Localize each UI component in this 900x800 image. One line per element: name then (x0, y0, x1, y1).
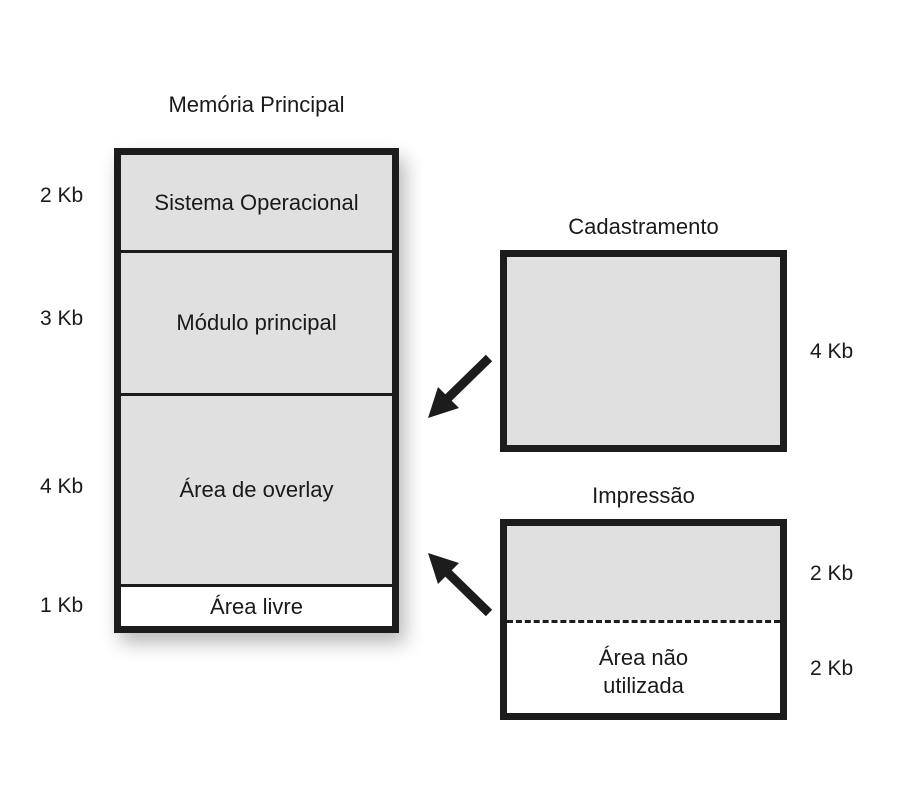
segment-divider (121, 250, 392, 253)
impressao-used-area (507, 526, 780, 620)
segment-divider (121, 393, 392, 396)
main-memory-block: Sistema Operacional Módulo principal Áre… (114, 148, 399, 633)
size-label-area-overlay: 4 Kb (40, 475, 84, 498)
size-label-cadastramento: 4 Kb (810, 340, 854, 363)
segment-modulo-principal: Módulo principal (121, 253, 392, 393)
cadastramento-title: Cadastramento (568, 214, 719, 239)
impressao-unused-area-label: Área não utilizada (507, 644, 780, 700)
size-label-impressao-unused: 2 Kb (810, 657, 854, 680)
size-label-area-livre: 1 Kb (40, 594, 84, 617)
segment-area-overlay: Área de overlay (121, 396, 392, 584)
size-label-modulo-principal: 3 Kb (40, 307, 84, 330)
segment-label: Área livre (210, 593, 303, 619)
impressao-dashed-divider (507, 620, 780, 623)
arrow-impressao-to-overlay (428, 553, 493, 617)
segment-sistema-operacional: Sistema Operacional (121, 155, 392, 250)
segment-label: Módulo principal (176, 310, 337, 335)
impressao-title: Impressão (592, 483, 695, 508)
cadastramento-block (500, 250, 787, 452)
segment-label: Sistema Operacional (154, 189, 359, 215)
unused-label-line1: Área não (598, 645, 689, 670)
main-memory-title: Memória Principal (168, 92, 345, 117)
arrow-cadastramento-to-overlay (428, 354, 493, 418)
segment-label: Área de overlay (179, 477, 334, 502)
impressao-block: Área não utilizada (500, 519, 787, 720)
segment-divider (121, 584, 392, 587)
unused-label-line2: utilizada (603, 673, 684, 698)
segment-area-livre: Área livre (121, 587, 392, 626)
size-label-impressao-used: 2 Kb (810, 562, 854, 585)
size-label-sistema-operacional: 2 Kb (40, 184, 84, 207)
